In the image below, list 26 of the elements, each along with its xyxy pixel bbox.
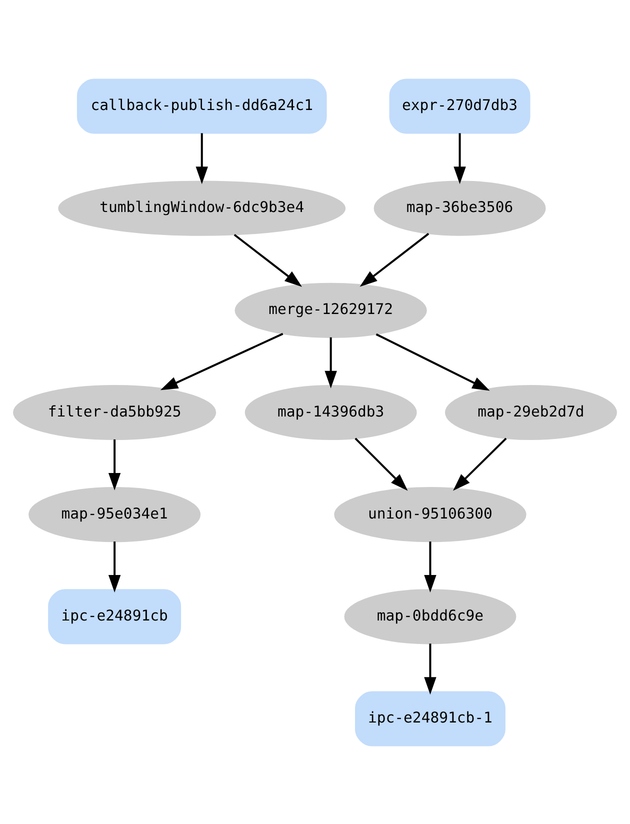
- arrow: [160, 332, 284, 390]
- node-ellipse: merge-12629172: [234, 282, 427, 338]
- arrow: [234, 233, 302, 286]
- node-box: expr-270d7db3: [389, 78, 530, 134]
- node-box: callback-publish-dd6a24c1: [76, 78, 327, 134]
- node-ellipse: filter-da5bb925: [13, 384, 216, 440]
- node-ellipse: map-29eb2d7d: [444, 384, 617, 440]
- arrow: [424, 643, 436, 694]
- arrow: [108, 438, 121, 490]
- arrow: [424, 541, 436, 592]
- arrow: [196, 132, 208, 184]
- arrow: [354, 437, 408, 490]
- node-ellipse: union-95106300: [334, 486, 526, 542]
- node-ellipse: tumblingWindow-6dc9b3e4: [58, 180, 346, 236]
- node-ellipse: map-36be3506: [374, 180, 546, 236]
- node-ellipse: map-0bdd6c9e: [344, 588, 516, 644]
- arrow: [360, 232, 430, 286]
- arrow: [454, 132, 466, 184]
- arrow: [453, 437, 507, 490]
- node-ellipse: map-95e034e1: [28, 486, 201, 542]
- node-box: ipc-e24891cb-1: [355, 690, 506, 746]
- arrow: [108, 541, 121, 592]
- arrow: [324, 336, 337, 388]
- node-ellipse: map-14396db3: [244, 384, 417, 440]
- node-box: ipc-e24891cb: [48, 588, 182, 644]
- arrow: [376, 332, 490, 390]
